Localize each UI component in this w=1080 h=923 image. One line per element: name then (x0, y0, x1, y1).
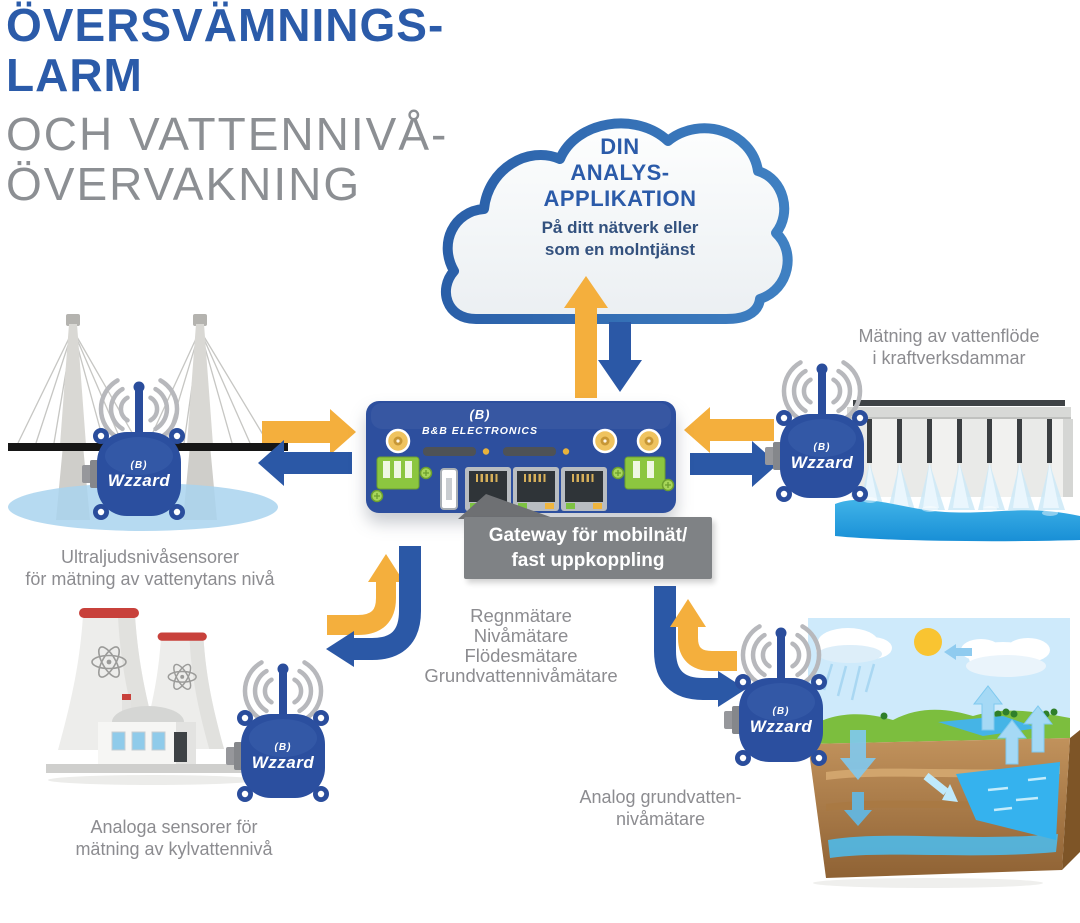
cloud-title-line-2: ANALYS- (570, 160, 670, 185)
list-item: Nivåmätare (473, 625, 569, 646)
caption-groundwater: Analog grundvatten- nivåmätare (558, 786, 763, 830)
dam-gates (867, 419, 1052, 463)
dam-illustration (835, 400, 1080, 542)
gateway-label-line-1: Gateway för mobilnät/ (488, 525, 688, 546)
cloud-icon (441, 118, 793, 324)
cloud-subtitle: På ditt nätverk eller som en molntjänst (470, 217, 770, 261)
water-surface (835, 499, 1080, 542)
terminal-block-left (370, 456, 433, 503)
usb-port (440, 468, 458, 510)
rain-cloud (816, 628, 892, 663)
wzzard-device-graphic (747, 345, 897, 515)
cooling-towers-illustration (46, 608, 260, 785)
gateway-brand: B&B ELECTRONICS (422, 425, 538, 437)
cloud-title-line-3: APPLIKATION (543, 186, 697, 211)
wzzard-device-graphic (208, 645, 358, 815)
ground-shadow (813, 878, 1043, 888)
page-title: ÖVERSVÄMNINGS- LARM OCH VATTENNIVÅ- ÖVER… (6, 0, 526, 209)
caption-line: nivåmätare (615, 809, 706, 829)
water-foam (863, 497, 1058, 516)
gateway-label-line-2: fast uppkoppling (511, 550, 665, 571)
wzzard-sensor-cooling: (B) Wzzard (208, 645, 358, 815)
caption-bridge: Ultraljudsnivåsensorer för mätning av va… (0, 546, 300, 590)
cloud-sub-line-1: På ditt nätverk eller (541, 218, 699, 237)
bridge-illustration (8, 314, 288, 531)
caption-dam: Mätning av vattenflöde i kraftverksdamma… (818, 325, 1080, 369)
list-item: Grundvattennivåmätare (424, 665, 618, 686)
wzzard-sensor-bridge: (B) Wzzard (64, 363, 214, 533)
cloud-text: DIN ANALYS- APPLIKATION På ditt nätverk … (470, 134, 770, 261)
soil-side-face (1062, 730, 1080, 870)
caption-cooling: Analoga sensorer för mätning av kylvatte… (38, 816, 310, 860)
sim-slot (503, 447, 556, 456)
rain-streaks (822, 663, 876, 701)
plant-base (46, 764, 260, 773)
caption-line: mätning av kylvattennivå (75, 839, 273, 859)
atom-icon (91, 646, 127, 678)
groundwater-pool (956, 762, 1060, 840)
title-line-2: LARM (6, 49, 143, 101)
infiltration-arrows (840, 730, 958, 826)
list-item: Regnmätare (470, 605, 572, 626)
aquifer (828, 834, 1058, 858)
wzzard-device-graphic (706, 609, 856, 779)
sim-slot (423, 447, 476, 456)
terminal-block-right (611, 456, 675, 492)
wzzard-sensor-dam: (B) Wzzard (747, 345, 897, 515)
evaporation-arrows (972, 685, 1054, 765)
caption-line: för mätning av vattenytans nivå (25, 569, 275, 589)
trees (880, 708, 1058, 720)
gateway-device: (B) B&B ELECTRONICS (366, 401, 676, 513)
wzzard-device-graphic (64, 363, 214, 533)
caption-line: Ultraljudsnivåsensorer (60, 547, 240, 567)
wind-arrow-icon (944, 644, 972, 660)
list-item: Flödesmätare (464, 645, 578, 666)
callout-tail (458, 494, 556, 519)
cloud-title-line-1: DIN (600, 134, 640, 159)
plant-building (98, 694, 196, 764)
title-line-4: ÖVERVAKNING (6, 158, 362, 210)
meter-types-list: Regnmätare Nivåmätare Flödesmätare Grund… (391, 606, 651, 686)
bb-logo-icon: (B) (469, 407, 490, 422)
cloud-sub-line-2: som en molntjänst (544, 240, 696, 259)
wzzard-sensor-groundwater: (B) Wzzard (706, 609, 856, 779)
arrow-curved-yellow-cooling-to-gateway (327, 581, 396, 635)
sun-icon (914, 628, 942, 656)
groundwater-illustration (808, 618, 1080, 888)
pool-ripples (987, 776, 1047, 812)
caption-line: i kraftverksdammar (872, 348, 1026, 368)
ground-shadow (48, 775, 258, 785)
caption-line: Analoga sensorer för (90, 817, 258, 837)
title-line-1: ÖVERSVÄMNINGS- (6, 0, 445, 51)
title-line-3: OCH VATTENNIVÅ- (6, 108, 449, 160)
cloud-right (961, 638, 1050, 677)
gateway-label: Gateway för mobilnät/ fast uppkoppling (464, 517, 712, 579)
caption-line: Analog grundvatten- (579, 787, 742, 807)
caption-line: Mätning av vattenflöde (858, 326, 1040, 346)
atom-icon (167, 663, 197, 690)
